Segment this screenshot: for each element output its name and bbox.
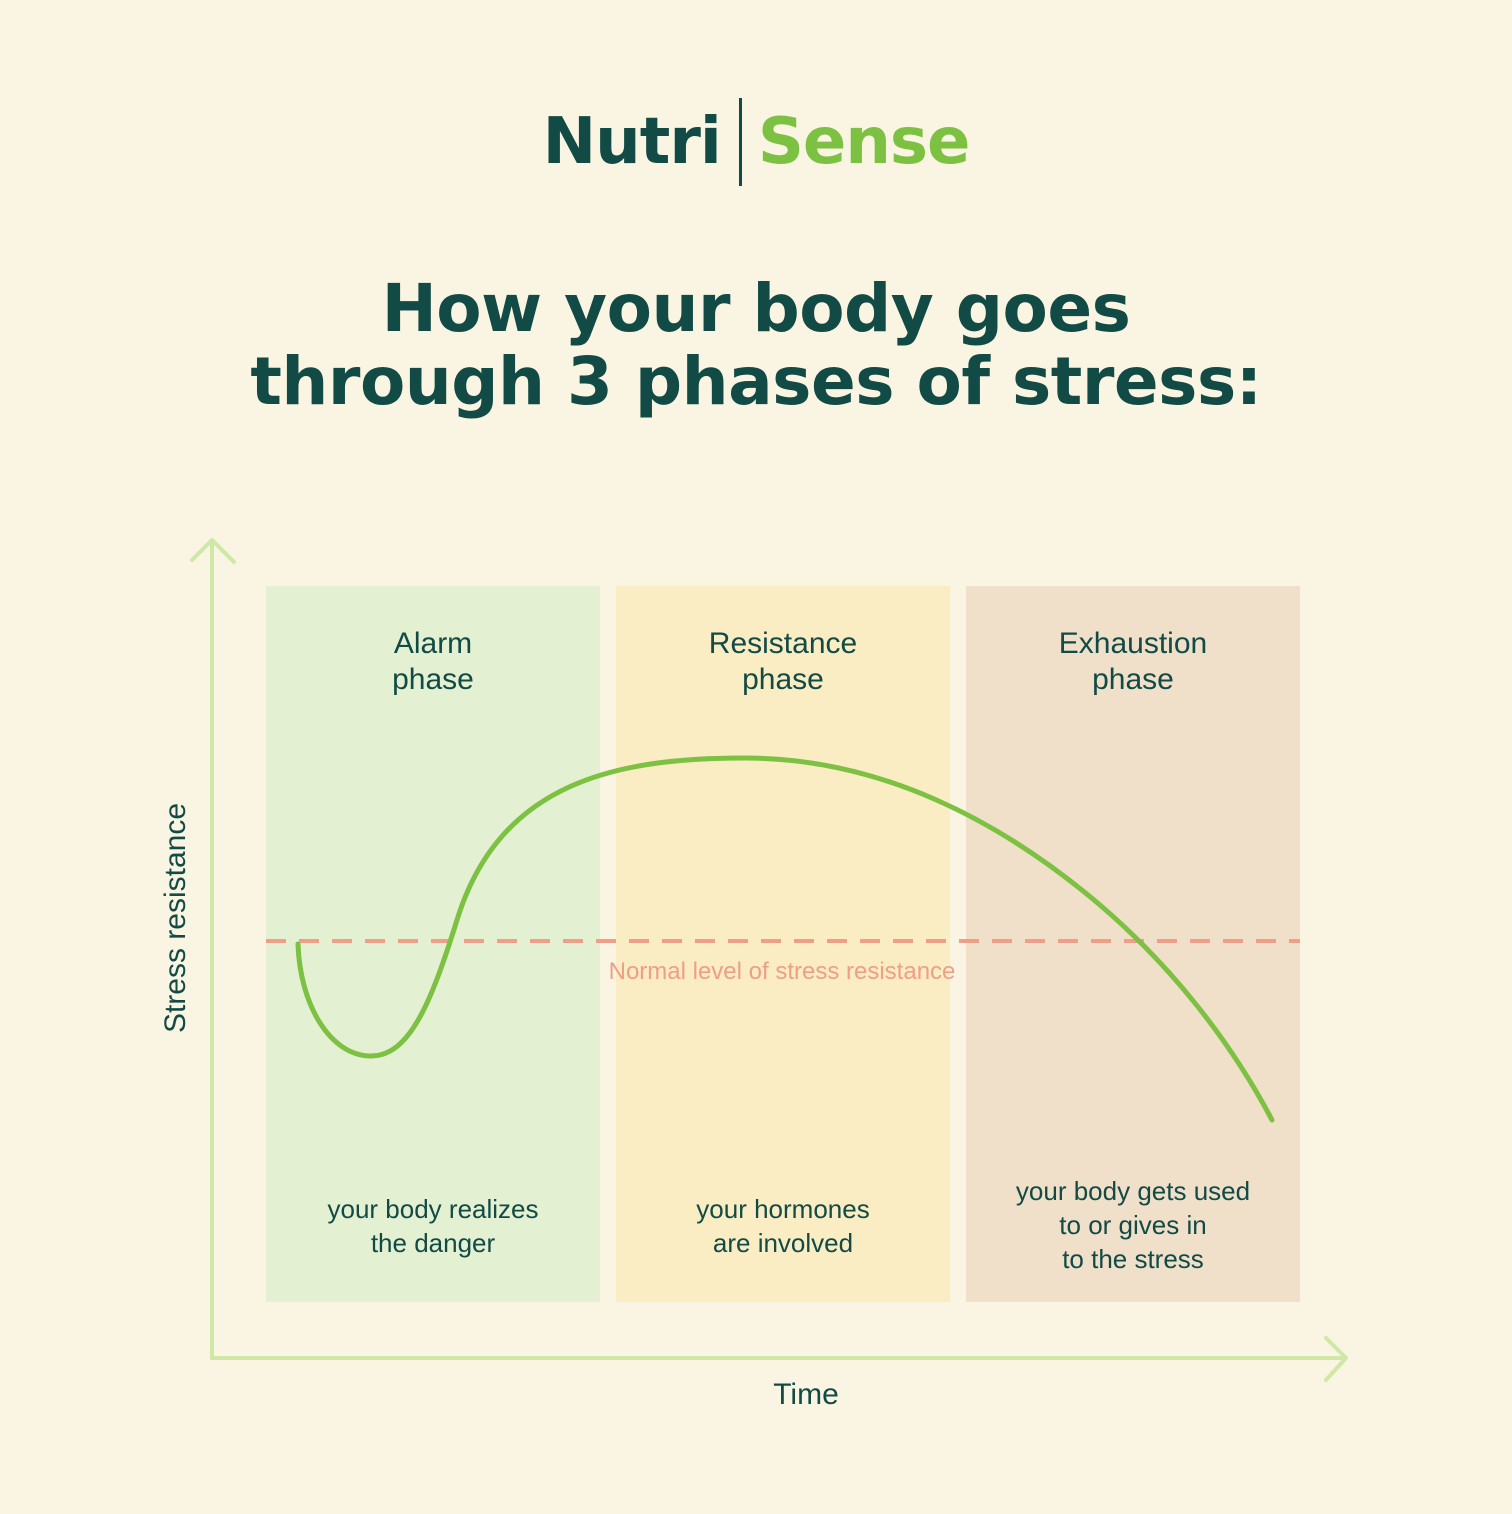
phase-title-alarm: Alarm phase (392, 627, 474, 696)
phase-desc-alarm: your body realizes the danger (327, 1194, 539, 1258)
page-title-line-1: How your body goes (381, 270, 1131, 347)
phase-panel-resistance (616, 586, 950, 1302)
phase-desc-resistance: your hormones are involved (696, 1194, 870, 1258)
page-title: How your body goes through 3 phases of s… (0, 272, 1512, 418)
x-axis-arrow-icon (1324, 1336, 1348, 1382)
phase-title-resistance: Resistance phase (708, 627, 858, 696)
x-axis-label: Time (773, 1378, 839, 1411)
phase-panel-exhaustion (966, 586, 1300, 1302)
brand-divider (738, 98, 742, 186)
stress-resistance-curve (295, 755, 1275, 1123)
normal-level-label: Normal level of stress resistance (608, 958, 956, 985)
brand-logo: Nutri Sense (0, 96, 1512, 188)
phase-desc-exhaustion: your body gets used to or gives in to th… (1015, 1176, 1251, 1274)
brand-name-sense: Sense (757, 105, 971, 179)
y-axis-label: Stress resistance (159, 802, 192, 1034)
page-title-line-2: through 3 phases of stress: (250, 343, 1262, 420)
phase-panel-alarm (266, 586, 600, 1302)
phase-title-exhaustion: Exhaustion phase (1058, 627, 1208, 696)
y-axis-arrow-icon (190, 538, 236, 564)
brand-name-nutri: Nutri (542, 105, 722, 179)
